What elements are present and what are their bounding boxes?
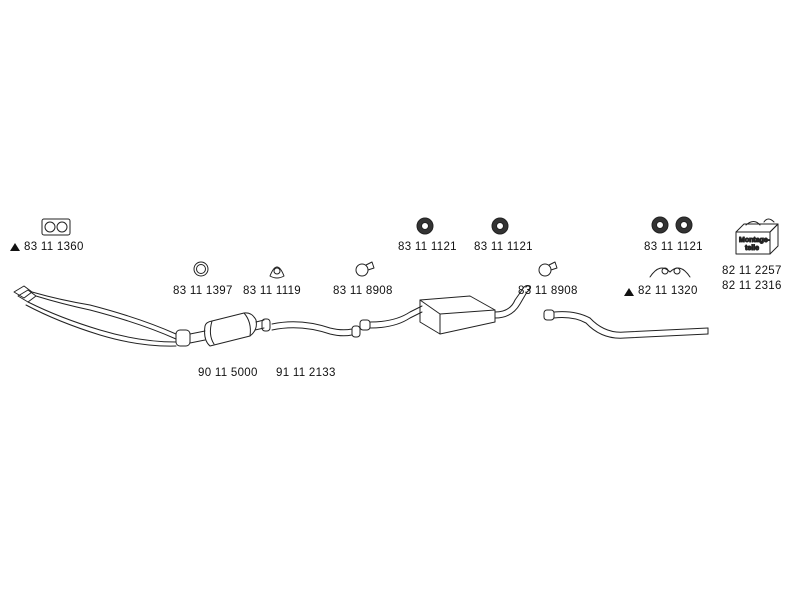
rubber-mount-icon-2	[491, 217, 509, 235]
ring-gasket-label: 83 11 1397	[173, 285, 233, 297]
clamp-rear-label: 83 11 8908	[518, 285, 578, 297]
mounting-kit-label-b: 82 11 2316	[722, 280, 782, 292]
catalytic-converter-label-a: 90 11 5000	[198, 367, 258, 379]
intermediate-pipe	[271, 321, 361, 338]
ring-gasket-icon	[193, 261, 209, 277]
clamp-front-icon	[355, 261, 375, 277]
bracket-icon	[649, 267, 691, 278]
clamp-rear-icon	[538, 261, 558, 277]
center-pipe-muffler	[359, 285, 532, 335]
triangle-marker-icon	[624, 288, 634, 296]
rubber-mount-icon-1	[416, 217, 434, 235]
rubber-mount-icon-3b	[675, 216, 693, 234]
triangle-marker-icon	[10, 243, 20, 251]
flange-gasket-icon	[41, 218, 71, 236]
rubber-mount-label-3: 83 11 1121	[644, 241, 703, 253]
triangle-gasket-label: 83 11 1119	[243, 285, 301, 297]
front-pipe-assembly	[13, 285, 206, 347]
rubber-mount-label-1: 83 11 1121	[398, 241, 457, 253]
tail-pipe	[543, 309, 709, 339]
mounting-kit-label-a: 82 11 2257	[722, 265, 782, 277]
mounting-kit-box-text-1: Montage-	[739, 237, 771, 244]
clamp-front-label: 83 11 8908	[333, 285, 393, 297]
flange-gasket-label: 83 11 1360	[24, 241, 84, 253]
rubber-mount-icon-3a	[651, 216, 669, 234]
bracket-label: 82 11 1320	[638, 285, 698, 297]
catalytic-converter	[204, 312, 271, 347]
mounting-kit-box-icon: Montage- teile	[735, 218, 779, 255]
rubber-mount-label-2: 83 11 1121	[474, 241, 533, 253]
mounting-kit-box-text-2: teile	[745, 245, 759, 252]
catalytic-converter-label-b: 91 11 2133	[276, 367, 336, 379]
triangle-gasket-icon	[269, 266, 285, 279]
